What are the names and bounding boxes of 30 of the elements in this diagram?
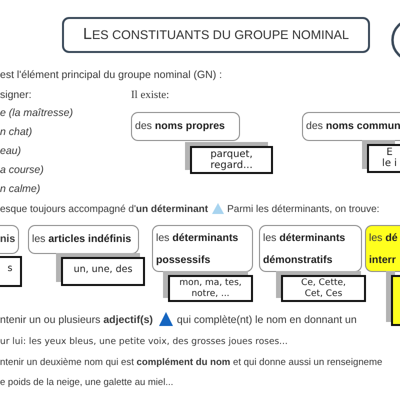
title-banner: LES CONSTITUANTS DU GROUPE NOMINAL xyxy=(62,17,370,53)
category-box: des noms propres xyxy=(131,112,240,141)
example-box: mon, ma, tes, notre, ... xyxy=(163,271,253,302)
text-line: n chat) xyxy=(0,126,32,139)
category-box: nis xyxy=(0,225,19,254)
category-box: les déterminants possessifs xyxy=(152,225,253,272)
text-line: Parmi les déterminants, on trouve: xyxy=(227,203,380,216)
text-line: ntenir un deuxième nom qui est complément du nom et qui donne aussi un renseigneme xyxy=(0,356,382,369)
category-box: des noms commun xyxy=(302,112,400,141)
example-box: un, une, des xyxy=(56,253,145,286)
text-line: est l'élément principal du groupe nominal (GN) : xyxy=(0,69,222,82)
text-line: e poids de la neige, une galette au miel... xyxy=(0,376,174,389)
example-box: s xyxy=(0,256,22,287)
text-line: e (la maîtresse) xyxy=(0,107,73,120)
text-line: ntenir un ou plusieurs adjectif(s) xyxy=(0,314,153,326)
text-line: n calme) xyxy=(0,183,40,196)
category-box: les articles indéfinis xyxy=(28,225,139,254)
category-box: les dé interr xyxy=(365,225,400,272)
category-box: les déterminants démonstratifs xyxy=(259,225,362,272)
text-line: qui complète(nt) le nom en donnant un xyxy=(176,314,357,326)
text-line: esque toujours accompagné d'un déterminant xyxy=(0,203,208,216)
text-line: a course) xyxy=(0,164,44,177)
example-box xyxy=(386,271,400,326)
text-line: ur lui: les yeux bleus, une petite voix, des grosses joues roses... xyxy=(0,336,288,349)
example-box: Ce, Cette, Cet, Ces xyxy=(276,271,366,302)
text-line: signer: xyxy=(0,89,32,102)
text-line: Il existe: xyxy=(131,89,170,102)
example-box: parquet, regard... xyxy=(185,142,273,174)
text-line: eau) xyxy=(0,145,22,158)
example-box: E le i xyxy=(362,140,400,173)
